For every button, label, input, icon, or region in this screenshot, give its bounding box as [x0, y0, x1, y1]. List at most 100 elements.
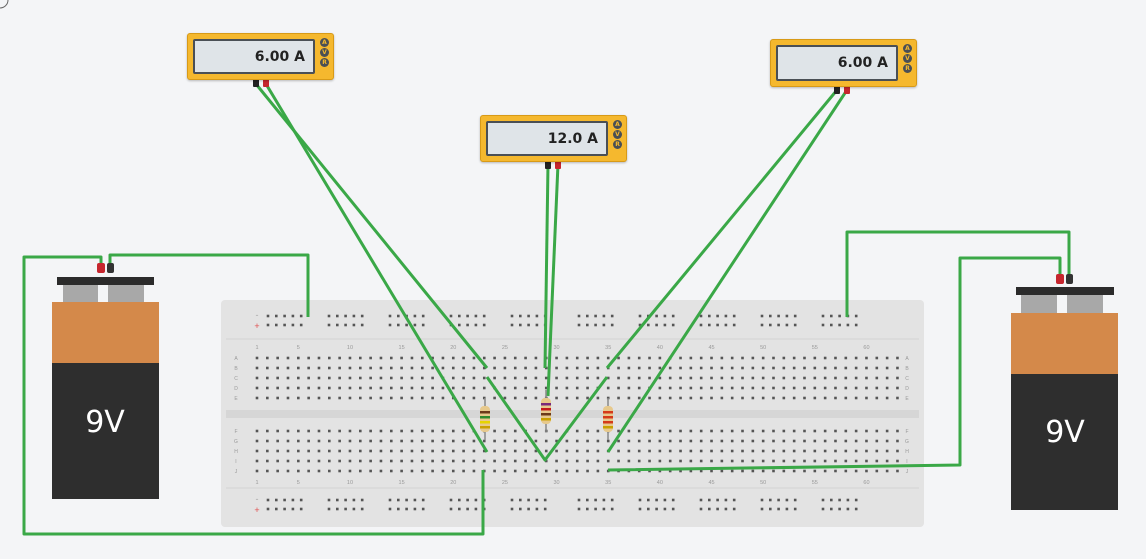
breadboard-hole[interactable]	[276, 386, 279, 390]
breadboard-hole[interactable]	[441, 386, 445, 390]
breadboard-hole[interactable]	[400, 439, 403, 443]
breadboard-hole[interactable]	[441, 366, 445, 370]
breadboard-hole[interactable]	[679, 356, 682, 360]
wire-meter-mid-a[interactable]	[543, 163, 550, 369]
breadboard-hole[interactable]	[513, 366, 517, 370]
breadboard-hole[interactable]	[544, 439, 548, 443]
breadboard-hole[interactable]	[637, 429, 641, 433]
breadboard-hole[interactable]	[534, 449, 538, 453]
breadboard-hole[interactable]	[803, 396, 806, 400]
breadboard-hole[interactable]	[275, 507, 278, 511]
breadboard-hole[interactable]	[689, 396, 693, 400]
breadboard-hole[interactable]	[297, 366, 300, 370]
battery-terminal-right[interactable]	[108, 285, 144, 302]
breadboard-hole[interactable]	[606, 356, 610, 360]
breadboard-hole[interactable]	[720, 376, 724, 380]
breadboard-hole[interactable]	[535, 507, 539, 511]
breadboard-hole[interactable]	[637, 449, 641, 453]
breadboard-hole[interactable]	[462, 459, 465, 463]
breadboard-hole[interactable]	[317, 396, 321, 400]
breadboard-hole[interactable]	[352, 507, 356, 511]
breadboard-hole[interactable]	[577, 498, 581, 502]
breadboard-hole[interactable]	[637, 356, 641, 360]
breadboard-hole[interactable]	[451, 429, 455, 433]
breadboard-hole[interactable]	[359, 429, 362, 433]
breadboard-hole[interactable]	[577, 314, 581, 318]
breadboard-hole[interactable]	[266, 459, 269, 463]
breadboard-hole[interactable]	[751, 449, 755, 453]
breadboard-hole[interactable]	[782, 386, 786, 390]
breadboard-hole[interactable]	[792, 366, 796, 370]
breadboard-hole[interactable]	[896, 439, 899, 443]
breadboard-hole[interactable]	[348, 459, 352, 463]
breadboard-hole[interactable]	[400, 459, 403, 463]
breadboard-hole[interactable]	[689, 386, 693, 390]
breadboard-hole[interactable]	[388, 507, 392, 511]
breadboard-hole[interactable]	[638, 314, 642, 318]
breadboard-hole[interactable]	[596, 356, 600, 360]
breadboard-hole[interactable]	[307, 376, 310, 380]
mode-ammeter-button[interactable]: A	[320, 38, 329, 47]
breadboard-hole[interactable]	[255, 449, 259, 453]
breadboard-hole[interactable]	[647, 498, 650, 502]
breadboard-hole[interactable]	[503, 449, 507, 453]
breadboard-hole[interactable]	[586, 396, 589, 400]
breadboard-hole[interactable]	[896, 396, 899, 400]
breadboard-hole[interactable]	[369, 439, 372, 443]
breadboard-hole[interactable]	[276, 366, 279, 370]
breadboard-hole[interactable]	[344, 498, 347, 502]
breadboard-hole[interactable]	[344, 314, 347, 318]
breadboard-hole[interactable]	[761, 459, 765, 463]
breadboard-hole[interactable]	[286, 429, 290, 433]
breadboard-hole[interactable]	[865, 356, 868, 360]
breadboard-hole[interactable]	[462, 396, 465, 400]
breadboard-hole[interactable]	[575, 429, 579, 433]
breadboard-hole[interactable]	[671, 314, 675, 318]
breadboard-hole[interactable]	[741, 366, 744, 370]
breadboard-hole[interactable]	[658, 356, 662, 360]
meter-mode-selector[interactable]: A V R	[903, 44, 912, 73]
breadboard-hole[interactable]	[699, 429, 703, 433]
breadboard-hole[interactable]	[389, 469, 393, 473]
breadboard-hole[interactable]	[410, 366, 414, 370]
breadboard-hole[interactable]	[896, 386, 899, 390]
breadboard-hole[interactable]	[823, 396, 827, 400]
breadboard-hole[interactable]	[255, 439, 259, 443]
breadboard-hole[interactable]	[730, 469, 734, 473]
breadboard-hole[interactable]	[317, 459, 321, 463]
breadboard-hole[interactable]	[503, 459, 507, 463]
breadboard-hole[interactable]	[348, 396, 352, 400]
breadboard-hole[interactable]	[348, 356, 352, 360]
breadboard-hole[interactable]	[328, 439, 331, 443]
breadboard-hole[interactable]	[360, 314, 364, 318]
breadboard-hole[interactable]	[472, 459, 476, 463]
breadboard-hole[interactable]	[668, 429, 672, 433]
breadboard-hole[interactable]	[388, 323, 392, 327]
breadboard-hole[interactable]	[854, 429, 858, 433]
breadboard-hole[interactable]	[276, 449, 279, 453]
breadboard-hole[interactable]	[777, 507, 780, 511]
breadboard-hole[interactable]	[388, 314, 392, 318]
breadboard-hole[interactable]	[830, 507, 833, 511]
breadboard-hole[interactable]	[493, 396, 496, 400]
breadboard-hole[interactable]	[658, 469, 662, 473]
breadboard-hole[interactable]	[865, 459, 868, 463]
breadboard-hole[interactable]	[648, 396, 651, 400]
breadboard-hole[interactable]	[792, 356, 796, 360]
breadboard-hole[interactable]	[336, 498, 339, 502]
breadboard-hole[interactable]	[782, 449, 786, 453]
breadboard-hole[interactable]	[535, 498, 539, 502]
breadboard-hole[interactable]	[885, 429, 889, 433]
breadboard-hole[interactable]	[823, 386, 827, 390]
breadboard-hole[interactable]	[730, 449, 734, 453]
breadboard-hole[interactable]	[844, 429, 848, 433]
breadboard-hole[interactable]	[286, 356, 290, 360]
battery-terminal-left[interactable]	[63, 285, 98, 302]
breadboard-hole[interactable]	[369, 449, 372, 453]
breadboard-hole[interactable]	[854, 366, 858, 370]
breadboard-hole[interactable]	[297, 449, 300, 453]
breadboard-hole[interactable]	[663, 314, 667, 318]
breadboard-hole[interactable]	[283, 314, 286, 318]
breadboard-hole[interactable]	[844, 366, 848, 370]
breadboard-hole[interactable]	[813, 376, 817, 380]
